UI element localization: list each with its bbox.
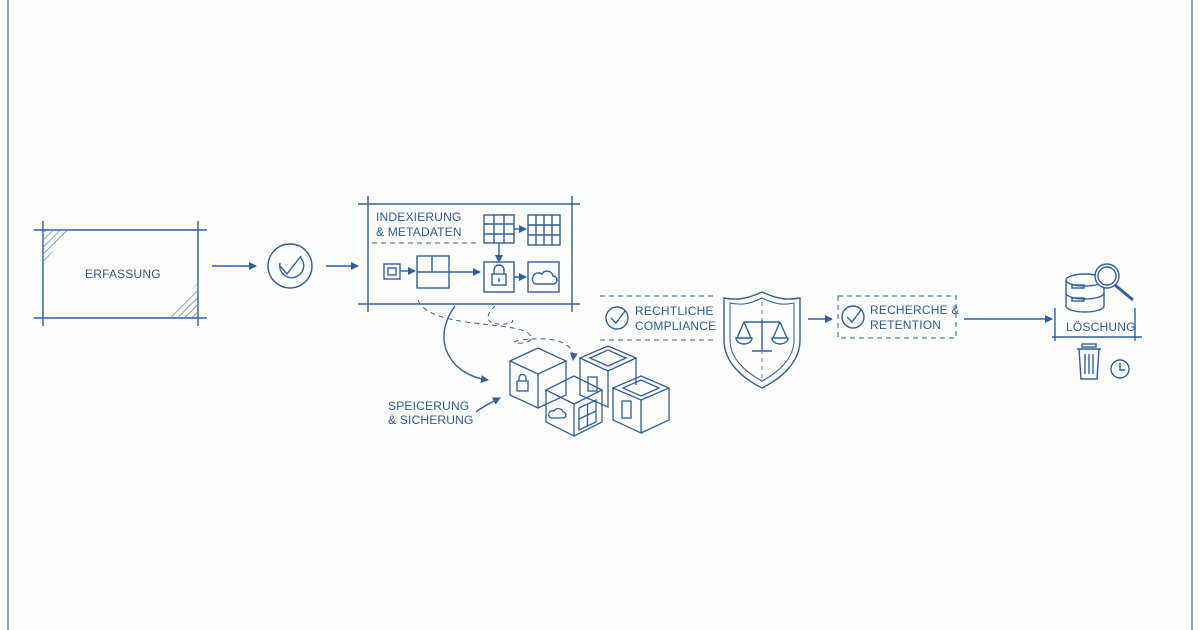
cloud-icon <box>527 261 560 293</box>
erfassung-box <box>34 221 207 326</box>
curve-arrow-storage <box>443 305 489 384</box>
compliance-label-line1: RECHTLICHE <box>635 304 714 318</box>
shield-scales-icon <box>723 291 801 389</box>
trash-icon <box>1077 343 1101 380</box>
arrow-speicherung-label <box>475 397 501 413</box>
document-icon <box>383 263 401 280</box>
check-badge-icon-compliance <box>605 306 629 330</box>
dashed-path <box>417 299 578 361</box>
cube-cloud-window <box>544 375 604 438</box>
cube-storage <box>611 375 671 435</box>
speicherung-label-line2: & SICHERUNG <box>388 413 474 427</box>
compliance-label-line2: COMPLIANCE <box>635 319 716 333</box>
loeschung-block <box>1052 263 1142 380</box>
loeschung-label: LÖSCHUNG <box>1066 320 1136 334</box>
compliance-block <box>600 295 716 341</box>
erfassung-label: ERFASSUNG <box>85 267 161 281</box>
indexierung-box <box>358 196 580 312</box>
indexierung-label-line1: INDEXIERUNG <box>376 210 462 224</box>
check-circle-icon <box>267 243 313 289</box>
cube-lock <box>508 347 568 410</box>
lock-icon <box>483 261 515 293</box>
split-box-icon <box>416 255 450 289</box>
recherche-label-line1: RECHERCHE & <box>870 303 960 317</box>
recherche-box <box>837 295 957 339</box>
clock-icon <box>1110 359 1130 379</box>
frame-border-left <box>7 0 9 630</box>
storage-cubes <box>508 345 671 438</box>
check-badge-icon-recherche <box>841 305 865 329</box>
magnifier-icon <box>1094 263 1134 302</box>
speicherung-label-line1: SPEICERUNG <box>388 399 469 413</box>
grid-icon-1 <box>483 214 515 244</box>
recherche-label-line2: RETENTION <box>870 318 941 332</box>
indexierung-label-line2: & METADATEN <box>376 225 462 239</box>
frame-border-right <box>1191 0 1193 630</box>
cube-network <box>578 345 638 408</box>
grid-icon-2 <box>527 214 561 246</box>
dashed-loop <box>487 305 514 325</box>
